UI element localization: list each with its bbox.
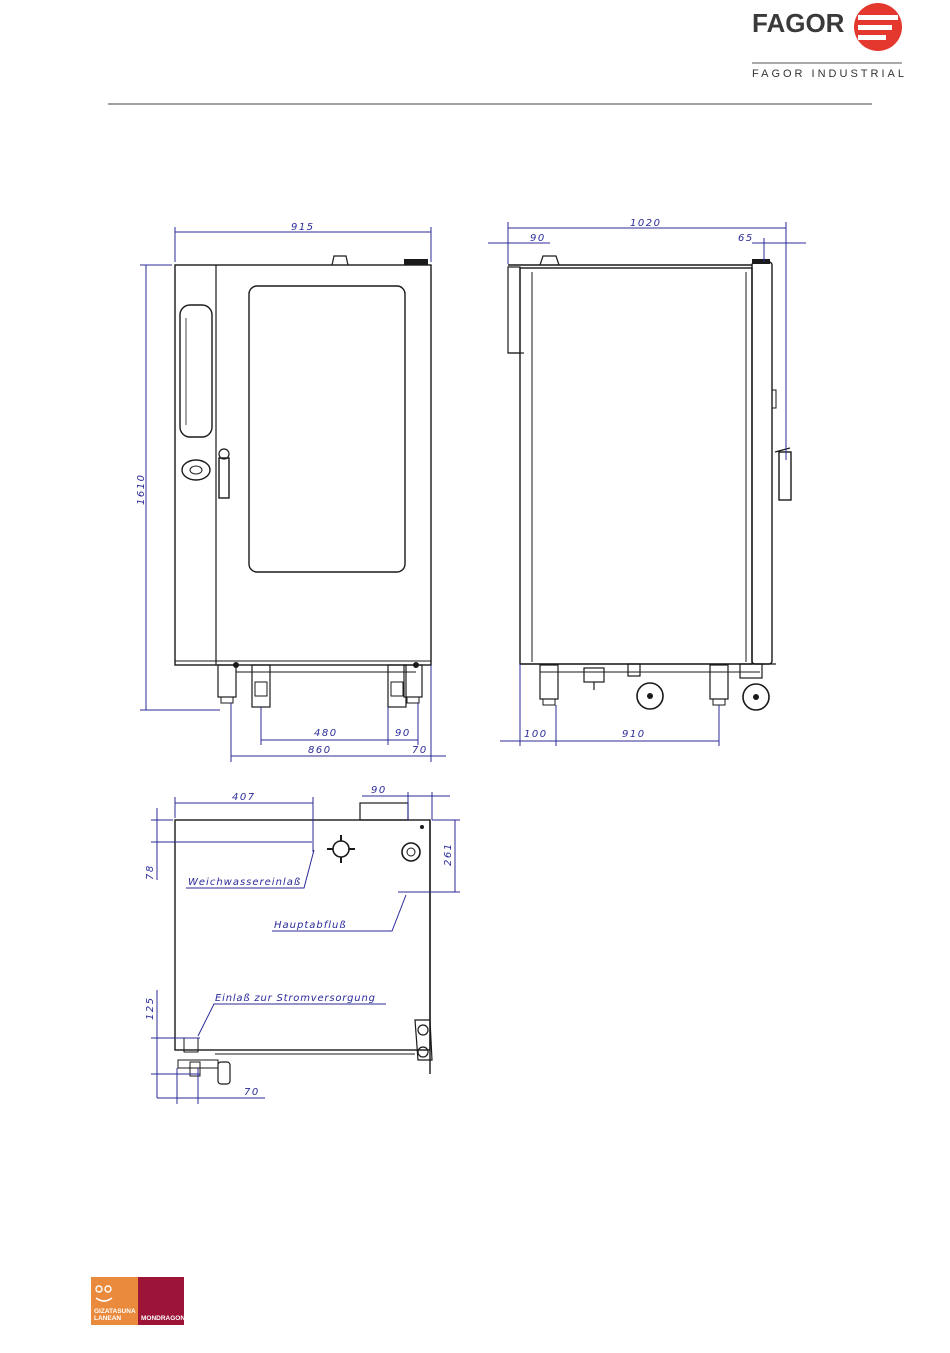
label-drain: Hauptabfluß — [272, 895, 406, 931]
svg-text:100: 100 — [524, 729, 548, 740]
svg-text:407: 407 — [232, 792, 256, 803]
svg-text:90: 90 — [371, 785, 387, 796]
label-water-inlet: Weichwassereinlaß — [186, 850, 314, 888]
svg-text:910: 910 — [622, 729, 646, 740]
dim-front-right-foot: 90 — [388, 703, 418, 745]
dim-bottom-power-x: 70 — [157, 1068, 265, 1104]
svg-text:Hauptabfluß: Hauptabfluß — [274, 920, 347, 931]
dim-bottom-top-offset: 78 — [145, 808, 312, 880]
svg-text:480: 480 — [314, 728, 338, 739]
coop-line2: LANEAN — [94, 1315, 121, 1322]
footer-logo: GIZATASUNA LANEAN MONDRAGON — [91, 1277, 185, 1325]
svg-text:70: 70 — [244, 1087, 260, 1098]
dim-front-edge: 70 — [412, 665, 446, 762]
brand-subtitle: FAGOR INDUSTRIAL — [752, 68, 907, 80]
drain-icon — [402, 843, 420, 861]
svg-text:915: 915 — [291, 222, 315, 233]
dim-bottom-drain-y: 261 — [398, 820, 460, 892]
group-name: MONDRAGON — [141, 1315, 185, 1322]
water-inlet-icon — [327, 835, 355, 863]
front-view: 915 1610 480 90 860 70 — [136, 222, 446, 762]
dim-side-wheels: 910 — [556, 705, 719, 746]
dim-front-feet-inner: 480 — [261, 707, 388, 745]
dim-side-front: 65 — [738, 233, 806, 262]
dim-bottom-power-y: 125 — [145, 990, 200, 1098]
dim-bottom-water-x: 407 — [175, 792, 313, 852]
svg-text:125: 125 — [145, 996, 156, 1020]
svg-text:90: 90 — [530, 233, 546, 244]
svg-text:860: 860 — [308, 745, 332, 756]
brand-symbol-icon — [854, 3, 902, 51]
svg-text:Weichwassereinlaß: Weichwassereinlaß — [188, 877, 301, 888]
dim-front-height: 1610 — [136, 265, 220, 710]
side-view: 1020 90 65 100 910 — [488, 218, 806, 746]
dim-front-width: 915 — [175, 222, 431, 262]
brand-name: FAGOR — [752, 8, 845, 38]
svg-text:Einlaß zur Stromversorgung: Einlaß zur Stromversorgung — [215, 993, 376, 1004]
svg-text:1610: 1610 — [136, 474, 147, 505]
dim-side-rear: 90 — [488, 233, 550, 244]
coop-line1: GIZATASUNA — [94, 1308, 136, 1315]
svg-text:1020: 1020 — [630, 218, 661, 229]
label-power-inlet: Einlaß zur Stromversorgung — [198, 993, 386, 1036]
bottom-view: 407 90 78 261 125 — [145, 785, 460, 1104]
svg-text:65: 65 — [738, 233, 754, 244]
svg-text:70: 70 — [412, 745, 428, 756]
svg-text:261: 261 — [443, 842, 454, 866]
dim-side-depth: 1020 — [508, 218, 786, 460]
svg-text:78: 78 — [145, 864, 156, 880]
svg-text:90: 90 — [395, 728, 411, 739]
brand-logo: FAGOR FAGOR INDUSTRIAL — [752, 3, 907, 80]
